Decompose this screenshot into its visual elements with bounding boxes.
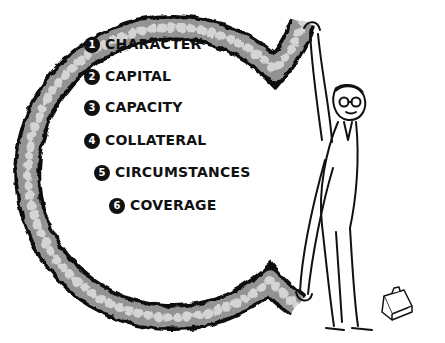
callout-disc: 3 xyxy=(84,100,100,116)
callout-number: 3 xyxy=(89,103,96,113)
callout-number: 4 xyxy=(89,136,96,146)
callout-disc: 2 xyxy=(84,69,100,85)
briefcase xyxy=(382,287,412,320)
credit-factor: CIRCUMSTANCES xyxy=(115,165,250,180)
callout-disc: 1 xyxy=(84,37,100,53)
credit-factor: CAPITAL xyxy=(105,69,171,84)
credit-factor: CAPACITY xyxy=(105,100,183,115)
callout-number: 2 xyxy=(89,72,96,82)
callout-number: 1 xyxy=(89,40,96,50)
cartoon-man xyxy=(296,22,372,330)
callout-disc: 5 xyxy=(94,165,110,181)
credit-factor: COVERAGE xyxy=(130,198,216,213)
big-letter-c xyxy=(28,22,303,318)
callout-disc: 6 xyxy=(109,198,125,214)
callout-disc: 4 xyxy=(84,133,100,149)
credit-factor: CHARACTER xyxy=(105,37,201,52)
credit-factor: COLLATERAL xyxy=(105,133,206,148)
callout-number: 6 xyxy=(114,201,121,211)
callout-number: 5 xyxy=(99,168,106,178)
